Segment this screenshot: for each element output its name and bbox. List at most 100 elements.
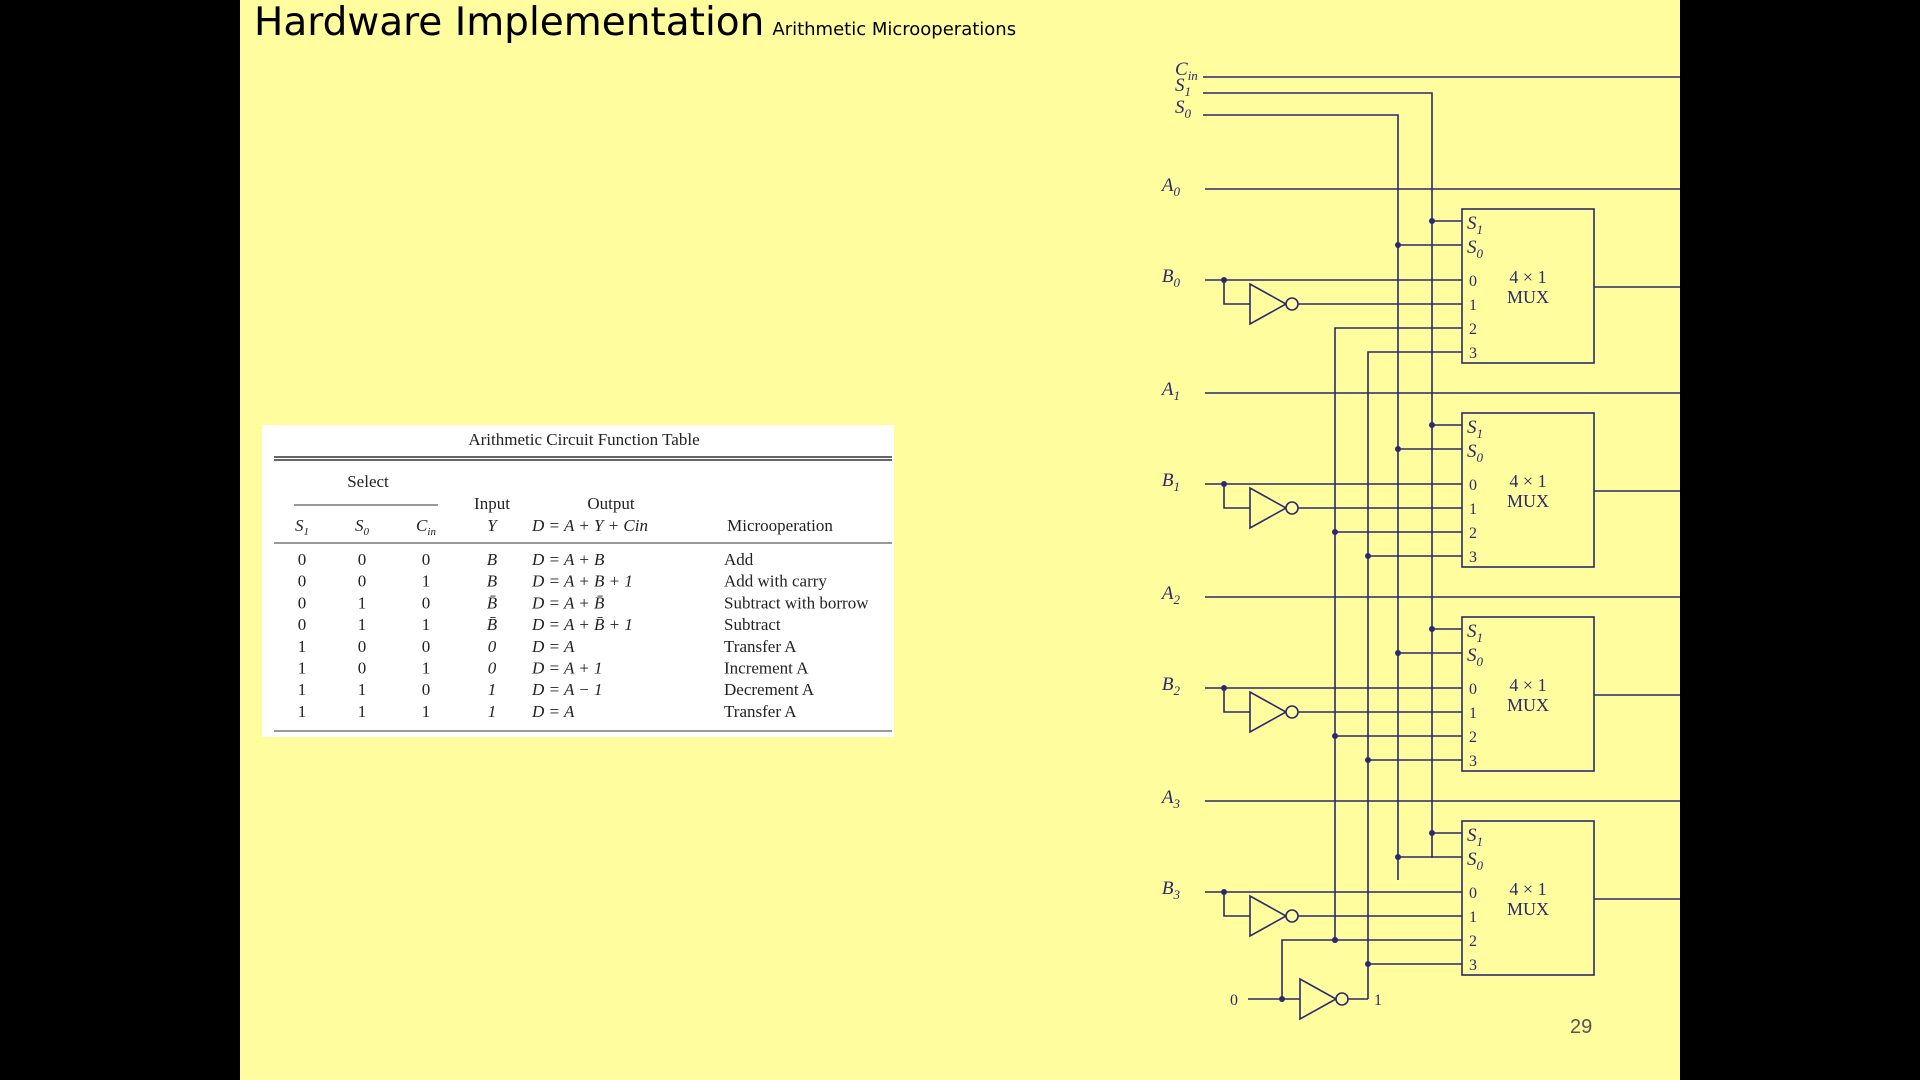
table-cell: 0 (358, 659, 367, 678)
mux-data-pin-label: 2 (1469, 729, 1477, 746)
mux-select-pin-label: S0 (1467, 237, 1484, 261)
column-header-output: D = A + Y + Cin (531, 516, 648, 535)
cin-wire (1203, 76, 1680, 78)
table-cell: 0 (298, 572, 307, 591)
mux-label-size: 4 × 1 (1509, 471, 1546, 491)
mux-data-pin-label: 1 (1469, 705, 1477, 722)
mux-data-pin-label: 3 (1469, 549, 1477, 566)
table-cell-y: B (487, 572, 498, 591)
table-cell-output: D = A (531, 637, 575, 656)
mux-select-pin-label: S0 (1467, 441, 1484, 465)
mux-select-pin-label: S1 (1467, 825, 1483, 849)
b-input-label: B1 (1162, 470, 1180, 494)
table-caption: Arithmetic Circuit Function Table (468, 430, 699, 449)
mux-label-name: MUX (1507, 287, 1549, 307)
junction-dot (1365, 553, 1371, 559)
b-invert-wire (1223, 280, 1250, 305)
table-cell: 1 (422, 702, 431, 721)
column-header-s1: S1 (295, 516, 309, 538)
mux-data-pin-label: 1 (1469, 501, 1477, 518)
junction-dot (1429, 626, 1435, 632)
junction-dot (1221, 889, 1227, 895)
table-cell-y: 1 (488, 702, 497, 721)
table-cell: 0 (298, 593, 307, 612)
constant-one-label: 1 (1374, 992, 1382, 1009)
table-row: 1 0 0 0 D = A Transfer A (298, 637, 798, 656)
table-cell-microoperation: Subtract with borrow (724, 593, 869, 612)
mux-label-size: 4 × 1 (1509, 267, 1546, 287)
table-cell-output: D = A + B (531, 550, 605, 569)
b-input-label: B0 (1162, 266, 1181, 290)
table-cell: 1 (358, 702, 367, 721)
b-input-label: B2 (1162, 674, 1181, 698)
control-input-label: S1 (1175, 75, 1191, 99)
table-cell-y: 0 (488, 637, 497, 656)
junction-dot (1332, 937, 1338, 943)
b-input-label: B3 (1162, 878, 1181, 902)
mux-box (1461, 208, 1595, 364)
table-cell-output: D = A + 1 (531, 659, 603, 678)
input-label: Input (474, 494, 510, 513)
table-cell-output: D = A + B + 1 (531, 572, 633, 591)
table-cell: 0 (358, 550, 367, 569)
page-number: 29 (1570, 1016, 1593, 1038)
table-cell: 0 (358, 637, 367, 656)
s0-bus (1203, 114, 1399, 880)
junction-dot (1221, 481, 1227, 487)
one-bus (1367, 351, 1462, 999)
junction-dot (1395, 854, 1401, 860)
table-cell: 1 (422, 615, 431, 634)
mux-box (1461, 820, 1595, 976)
a-input-label: A0 (1160, 175, 1181, 199)
junction-dot (1332, 529, 1338, 535)
table-cell-y: 1 (488, 680, 497, 699)
column-header-y: Y (487, 516, 498, 535)
column-header-cin: Cin (416, 516, 436, 538)
column-header-s0: S0 (355, 516, 370, 538)
table-cell-microoperation: Transfer A (724, 637, 797, 656)
b-inverter (1249, 282, 1299, 326)
junction-dot (1395, 446, 1401, 452)
control-input-label: S0 (1175, 97, 1192, 121)
mux-data-pin-label: 2 (1469, 321, 1477, 338)
mux-label-name: MUX (1507, 695, 1549, 715)
function-table: Arithmetic Circuit Function Table Select… (262, 425, 894, 737)
table-cell: 0 (422, 637, 431, 656)
mux-data-pin-label: 3 (1469, 957, 1477, 974)
table-cell: 1 (422, 572, 431, 591)
mux-data-pin-label: 0 (1469, 477, 1477, 494)
table-cell: 1 (298, 637, 307, 656)
a-input-label: A1 (1160, 379, 1180, 403)
zero-bus (1281, 327, 1462, 999)
function-table-svg: Arithmetic Circuit Function Table Select… (274, 430, 892, 732)
s1-bus (1203, 92, 1433, 858)
table-cell: 0 (422, 550, 431, 569)
junction-dot (1395, 242, 1401, 248)
mux-box (1461, 616, 1595, 772)
mux-select-pin-label: S1 (1467, 621, 1483, 645)
mux-label-name: MUX (1507, 899, 1549, 919)
junction-dot (1429, 422, 1435, 428)
b-inverter (1249, 690, 1299, 734)
mux-data-pin-label: 0 (1469, 273, 1477, 290)
table-cell: 0 (358, 572, 367, 591)
control-input-label: Cin (1175, 59, 1198, 83)
table-cell: 1 (358, 593, 367, 612)
mux-select-pin-label: S1 (1467, 417, 1483, 441)
table-cell-output: D = A (531, 702, 575, 721)
mux-data-pin-label: 1 (1469, 909, 1477, 926)
a-input-label: A3 (1160, 787, 1181, 811)
table-cell: 1 (298, 680, 307, 699)
mux-select-pin-label: S0 (1467, 849, 1484, 873)
table-cell-microoperation: Add (724, 550, 754, 569)
